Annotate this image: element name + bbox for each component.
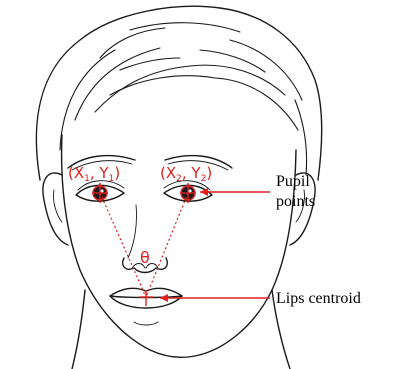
right-eye-to-lips-guide (146, 193, 188, 297)
annotation-guides (100, 193, 188, 297)
right-pupil-coordinates: (X2, Y2) (160, 164, 212, 184)
pupil-points-label-line1: Pupil (276, 173, 310, 190)
left-eye-to-lips-guide (100, 193, 146, 297)
angle-theta-label: θ (140, 248, 150, 267)
lips-centroid-label: Lips centroid (276, 290, 361, 307)
hair (36, 6, 321, 180)
pupil-points-label-line2: points (276, 193, 315, 210)
left-pupil-coordinates: (X1, Y1) (68, 164, 120, 184)
pupil-callout-arrow (200, 188, 270, 196)
